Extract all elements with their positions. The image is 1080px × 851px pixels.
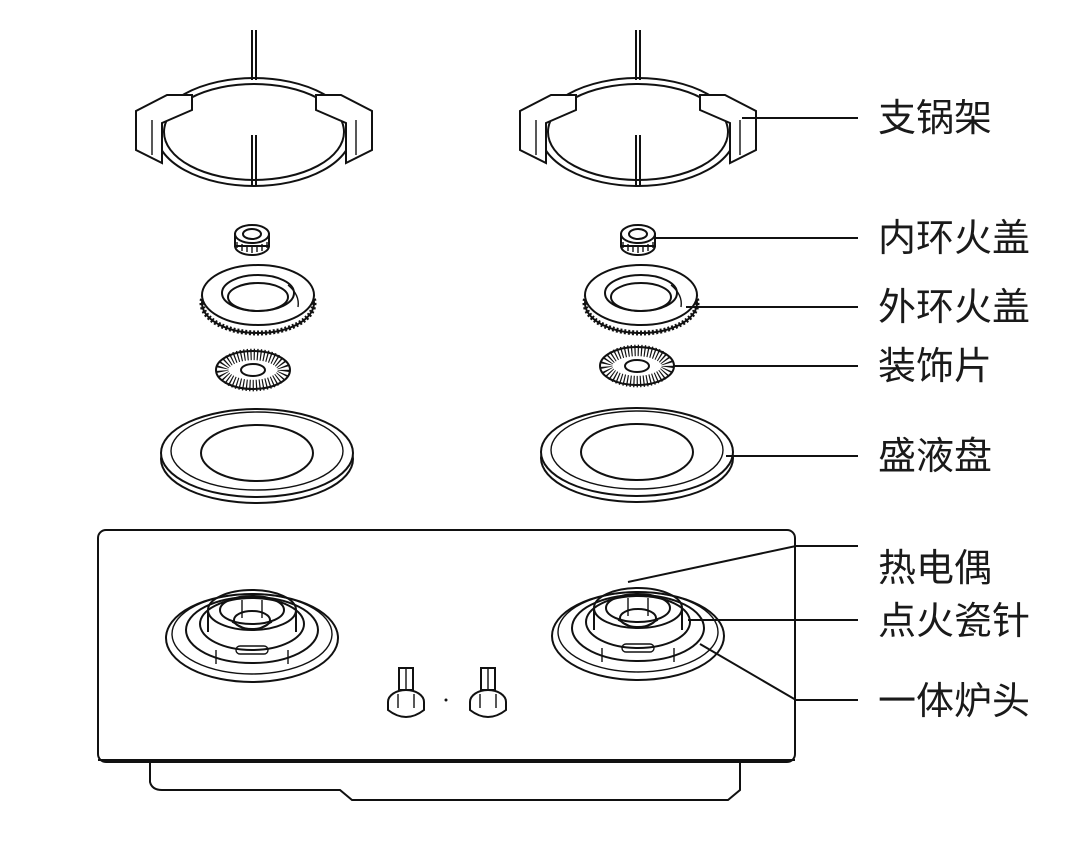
hob-panel <box>97 529 796 801</box>
outer-burner-cap-right <box>585 265 697 333</box>
leader-lines <box>627 117 858 701</box>
inner-burner-cap-left <box>234 224 270 256</box>
decorative-plate-left <box>216 351 290 389</box>
drip-tray-right <box>540 407 734 503</box>
label-decorative-plate: 装饰片 <box>878 344 992 388</box>
label-integrated-burner-head: 一体炉头 <box>878 679 1030 723</box>
pot-support-right <box>519 29 757 187</box>
drip-tray-left <box>160 408 354 504</box>
label-pot-support: 支锅架 <box>878 96 992 140</box>
panel-dot <box>444 698 448 702</box>
label-outer-burner-cap: 外环火盖 <box>878 285 1030 329</box>
outer-burner-cap-left <box>202 265 314 333</box>
inner-burner-cap-right <box>620 224 656 256</box>
label-drip-tray: 盛液盘 <box>878 434 992 478</box>
label-ignition-needle: 点火瓷针 <box>878 599 1030 643</box>
pot-support-left <box>135 29 373 187</box>
label-thermocouple: 热电偶 <box>878 546 992 590</box>
label-inner-burner-cap: 内环火盖 <box>878 216 1030 260</box>
decorative-plate-right <box>600 347 674 385</box>
